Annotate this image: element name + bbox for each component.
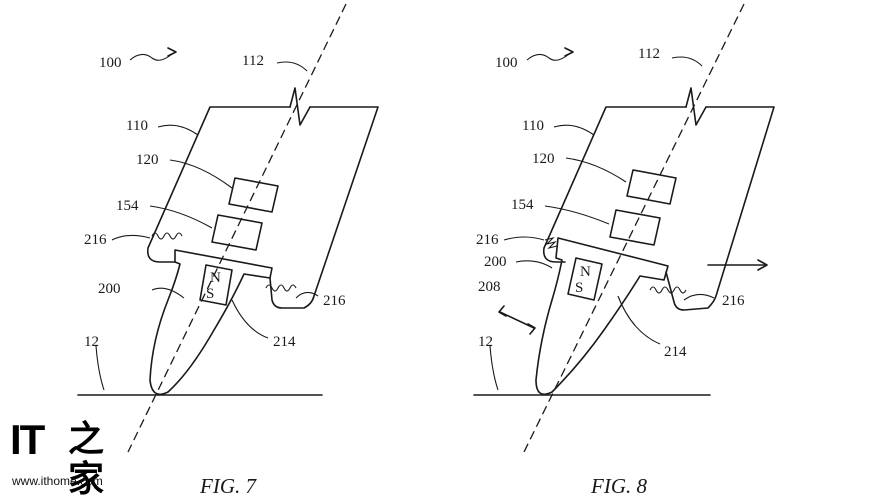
- magnet-north: N: [210, 270, 221, 286]
- watermark-brand-cn: 之家: [68, 419, 105, 500]
- rotation-arrow: [499, 311, 535, 329]
- watermark-brand-latin: IT: [10, 416, 45, 463]
- spring-left: [151, 232, 183, 240]
- rotation-arrow-head-a: [498, 305, 507, 317]
- label-214: 214: [664, 344, 687, 360]
- component-154: [211, 214, 263, 251]
- arrow-100: [167, 47, 177, 57]
- magnet: [199, 264, 233, 306]
- leader-100: [129, 53, 173, 61]
- label-12: 12: [84, 334, 99, 350]
- figure-7: 100 112 110 120 154 216 200 216 214 12 N…: [77, 3, 379, 498]
- leader-214: [617, 295, 661, 345]
- leader-216-left: [503, 236, 545, 241]
- magnet: [567, 257, 603, 301]
- leader-100: [526, 53, 570, 61]
- label-216-right: 216: [722, 293, 745, 309]
- leader-12: [95, 345, 105, 391]
- leader-120: [565, 157, 627, 183]
- housing-outline: [146, 106, 379, 309]
- housing-outline: [542, 106, 775, 311]
- component-120: [626, 169, 677, 205]
- motion-arrow-head: [757, 259, 768, 271]
- leader-110: [157, 124, 199, 136]
- leader-112: [671, 56, 703, 67]
- spring-right: [265, 284, 297, 292]
- component-154: [609, 209, 661, 246]
- axis-line: [127, 3, 347, 453]
- leader-216-left: [111, 234, 151, 241]
- label-120: 120: [136, 152, 159, 168]
- label-154: 154: [511, 197, 534, 213]
- leader-120: [169, 159, 233, 189]
- label-110: 110: [522, 118, 544, 134]
- component-120: [228, 177, 279, 213]
- leader-112: [276, 61, 308, 72]
- label-120: 120: [532, 151, 555, 167]
- leader-200: [151, 287, 185, 299]
- label-216-right: 216: [323, 293, 346, 309]
- arrow-100: [564, 47, 574, 57]
- leader-200: [515, 260, 553, 269]
- label-216-left: 216: [476, 232, 499, 248]
- spring-right: [649, 286, 687, 294]
- leader-216-right: [683, 293, 715, 301]
- label-208: 208: [478, 279, 501, 295]
- leader-214: [231, 299, 269, 339]
- label-110: 110: [126, 118, 148, 134]
- break-symbol: [685, 87, 707, 126]
- label-112: 112: [242, 53, 264, 69]
- break-symbol: [289, 87, 311, 126]
- spring-left: [544, 236, 558, 250]
- magnet-north: N: [580, 264, 591, 280]
- caption-fig7: FIG. 7: [199, 474, 257, 498]
- label-12: 12: [478, 334, 493, 350]
- label-154: 154: [116, 198, 139, 214]
- label-214: 214: [273, 334, 296, 350]
- magnet-south: S: [206, 286, 214, 302]
- leader-110: [553, 124, 595, 136]
- label-200: 200: [484, 254, 507, 270]
- axis-line: [523, 3, 745, 453]
- watermark-url: www.ithome.com: [12, 474, 103, 488]
- leader-216-right: [295, 291, 319, 299]
- magnet-south: S: [575, 280, 583, 296]
- label-216-left: 216: [84, 232, 107, 248]
- leader-12: [489, 345, 499, 391]
- watermark-logo: IT 之家 www.ithome.com: [10, 416, 138, 500]
- tip-body: [149, 249, 273, 396]
- leader-154: [149, 205, 213, 229]
- figure-8: 100 112 110 120 154 216 200 208 216 214 …: [473, 3, 775, 498]
- tip-body: [535, 237, 669, 396]
- label-200: 200: [98, 281, 121, 297]
- label-112: 112: [638, 46, 660, 62]
- label-100: 100: [99, 55, 122, 71]
- caption-fig8: FIG. 8: [590, 474, 647, 498]
- rotation-arrow-head-b: [527, 323, 536, 335]
- label-100: 100: [495, 55, 518, 71]
- leader-154: [544, 205, 610, 225]
